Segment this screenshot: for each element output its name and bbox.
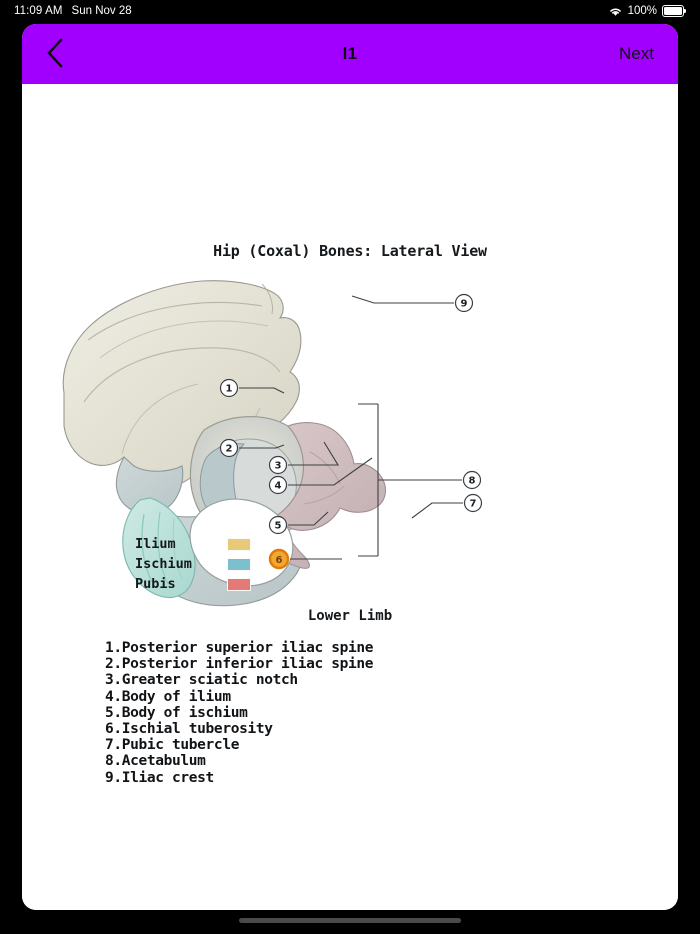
legend-item-4: 4.Body of ilium <box>105 688 231 705</box>
legend-item-2: 2.Posterior inferior iliac spine <box>105 656 374 673</box>
figure-caption: Lower Limb <box>307 608 393 624</box>
color-key-row: Ilium <box>135 534 251 554</box>
anatomy-figure: 9 1 2 3 <box>22 262 678 622</box>
callout-1[interactable]: 1 <box>219 378 239 398</box>
pubis-shape <box>275 422 387 531</box>
legend-item-5: 5.Body of ischium <box>105 704 248 721</box>
callout-9[interactable]: 9 <box>454 293 474 313</box>
battery-full-icon <box>662 5 686 17</box>
app-window: l1 Next Hip (Coxal) Bones: Lateral View <box>22 24 678 910</box>
legend-item-9: 9.Iliac crest <box>105 769 214 786</box>
next-button[interactable]: Next <box>615 42 658 66</box>
legend-item-3: 3.Greater sciatic notch <box>105 672 298 689</box>
callout-6-selected[interactable]: 6 <box>268 548 290 570</box>
color-key-label-ilium: Ilium <box>135 536 176 552</box>
svg-text:3: 3 <box>275 461 282 472</box>
callout-3[interactable]: 3 <box>268 455 288 475</box>
callout-markers: 9 1 2 3 <box>219 293 483 570</box>
legend-item-8: 8.Acetabulum <box>105 753 206 770</box>
svg-text:8: 8 <box>469 476 476 487</box>
status-bar-right: 100% <box>608 5 686 17</box>
svg-text:6: 6 <box>276 555 283 566</box>
callout-leader-lines <box>239 295 463 560</box>
legend-item-6: 6.Ischial tuberosity <box>105 720 273 737</box>
svg-text:9: 9 <box>461 299 468 310</box>
bone-color-key: Ilium Ischium Pubis <box>135 534 251 594</box>
color-swatch-ischium <box>227 557 251 571</box>
color-key-row: Ischium <box>135 554 251 574</box>
lesson-content: Hip (Coxal) Bones: Lateral View <box>22 84 678 910</box>
legend-item-1: 1.Posterior superior iliac spine <box>105 640 374 656</box>
status-bar-left: 11:09 AM Sun Nov 28 <box>14 5 132 17</box>
svg-text:2: 2 <box>226 444 233 455</box>
color-swatch-pubis <box>227 577 251 591</box>
chevron-left-icon <box>45 37 65 72</box>
battery-percent-label: 100% <box>627 5 657 17</box>
ischial-tuberosity-shape <box>122 497 196 599</box>
color-key-label-ischium: Ischium <box>135 556 192 572</box>
home-indicator[interactable] <box>239 918 461 923</box>
callout-2[interactable]: 2 <box>219 438 239 458</box>
page-title: l1 <box>342 44 358 63</box>
callout-5[interactable]: 5 <box>268 515 288 535</box>
status-date: Sun Nov 28 <box>71 5 132 17</box>
status-bar: 11:09 AM Sun Nov 28 100% <box>0 0 700 22</box>
callout-8[interactable]: 8 <box>462 470 482 490</box>
structure-legend-list: 1.Posterior superior iliac spine 2.Poste… <box>105 640 374 786</box>
svg-text:4: 4 <box>275 481 282 492</box>
svg-text:1: 1 <box>226 384 233 395</box>
color-key-row: Pubis <box>135 574 251 594</box>
figure-title: Hip (Coxal) Bones: Lateral View <box>213 242 487 260</box>
color-swatch-ilium <box>227 537 251 551</box>
callout-7[interactable]: 7 <box>463 493 483 513</box>
navigation-bar: l1 Next <box>22 24 678 84</box>
callout-4[interactable]: 4 <box>268 475 288 495</box>
svg-text:5: 5 <box>275 521 282 532</box>
legend-item-7: 7.Pubic tubercle <box>105 737 240 754</box>
svg-text:7: 7 <box>470 499 477 510</box>
wifi-icon <box>608 6 623 17</box>
hip-bone-illustration <box>62 280 387 607</box>
color-key-label-pubis: Pubis <box>135 576 176 592</box>
status-time: 11:09 AM <box>14 5 63 17</box>
back-button[interactable] <box>38 35 72 73</box>
